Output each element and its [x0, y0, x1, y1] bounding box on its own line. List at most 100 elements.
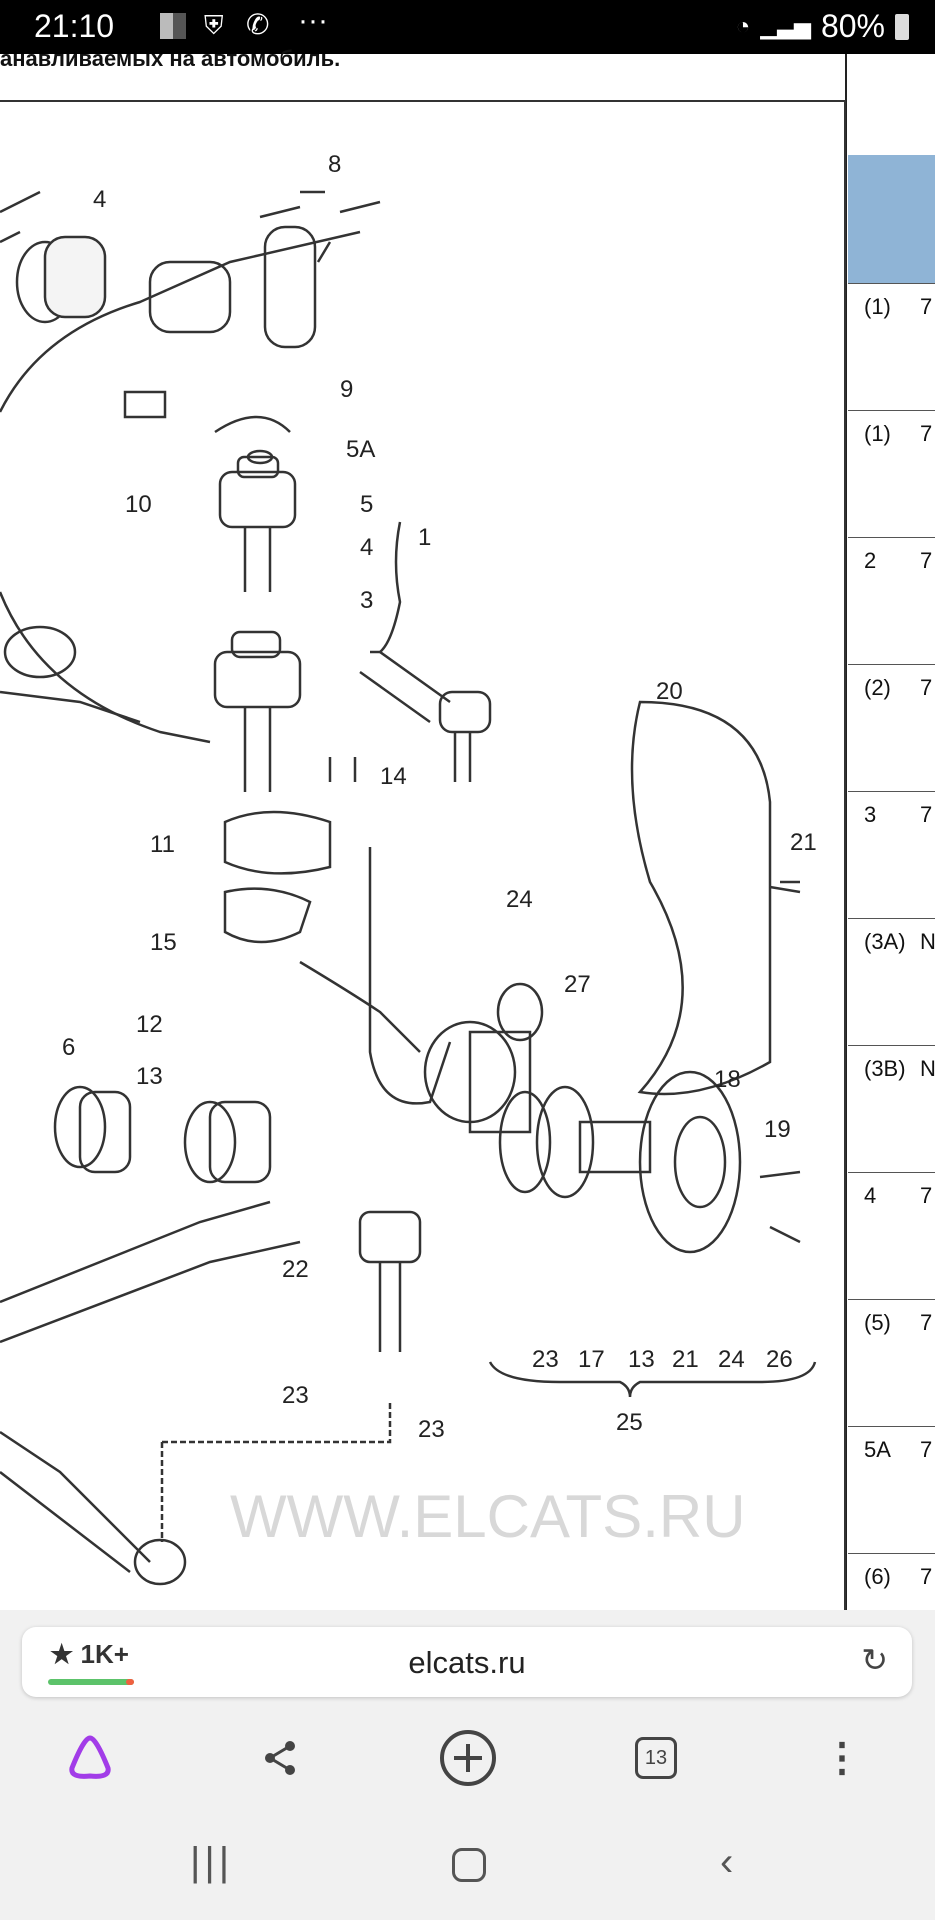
more-vertical-icon: ⋮ — [822, 1736, 862, 1780]
parts-diagram[interactable]: WWW.ELCATS.RU 8 4 9 5A 10 5 4 1 3 20 14 … — [0, 102, 844, 1610]
row-number: 4 — [864, 1183, 877, 1208]
callout[interactable]: 6 — [62, 1034, 75, 1061]
callout[interactable]: 22 — [282, 1256, 309, 1283]
row-part-number: 7 — [920, 1310, 933, 1335]
row-part-number: 7 — [920, 294, 933, 319]
row-number: (3B) — [864, 1056, 906, 1081]
row-part-number: N — [920, 1056, 935, 1081]
row-part-number: 7 — [920, 421, 933, 446]
row-number: (2) — [864, 675, 891, 700]
callout[interactable]: 18 — [714, 1066, 741, 1093]
callout[interactable]: 5A — [346, 436, 375, 463]
new-tab-button[interactable] — [438, 1728, 498, 1788]
callout[interactable]: 23 — [532, 1346, 559, 1373]
callout[interactable]: 5 — [360, 491, 373, 518]
row-number: (6) — [864, 1564, 891, 1589]
battery-percent: 80% — [820, 8, 885, 44]
table-row[interactable]: 5A 7 — [848, 1426, 935, 1553]
tabs-count: 13 — [635, 1737, 677, 1779]
parts-diagram-frame: WWW.ELCATS.RU 8 4 9 5A 10 5 4 1 3 20 14 … — [0, 100, 846, 1610]
callout[interactable]: 9 — [340, 376, 353, 403]
plus-circle-icon — [440, 1730, 496, 1786]
callout[interactable]: 21 — [790, 829, 817, 856]
callout[interactable]: 10 — [125, 491, 152, 518]
back-button[interactable]: ‹ — [720, 1840, 734, 1884]
tabs-button[interactable]: 13 — [626, 1728, 686, 1788]
share-button[interactable] — [250, 1728, 310, 1788]
callout[interactable]: 27 — [564, 971, 591, 998]
callout[interactable]: 23 — [418, 1416, 445, 1443]
callout[interactable]: 23 — [282, 1382, 309, 1409]
callout[interactable]: 14 — [380, 763, 407, 790]
phone-call-icon: ✆ — [246, 9, 270, 40]
table-row[interactable]: (5) 7 — [848, 1299, 935, 1426]
app-notification-icon — [160, 13, 186, 39]
callout[interactable]: 12 — [136, 1011, 163, 1038]
row-number: 5A — [864, 1437, 891, 1462]
row-part-number: 7 — [920, 675, 933, 700]
row-part-number: 7 — [920, 1564, 933, 1589]
callout[interactable]: 15 — [150, 929, 177, 956]
recent-apps-button[interactable]: ||| — [190, 1840, 234, 1884]
callout[interactable]: 4 — [360, 534, 373, 561]
reload-icon[interactable]: ↻ — [861, 1642, 888, 1678]
table-row[interactable]: (2) 7 — [848, 664, 935, 791]
more-notifications-icon: ··· — [298, 4, 328, 37]
share-icon — [265, 1741, 295, 1775]
table-row[interactable]: (3A) N — [848, 918, 935, 1045]
callout[interactable]: 25 — [616, 1409, 643, 1436]
row-part-number: 7 — [920, 1437, 933, 1462]
table-row[interactable]: (1) 7 — [848, 283, 935, 410]
status-bar: 21:10 ⛨ ✆ ··· ◔ ▁▃▅ 80% — [0, 0, 935, 54]
menu-button[interactable]: ⋮ — [812, 1728, 872, 1788]
callout[interactable]: 21 — [672, 1346, 699, 1373]
watermark: WWW.ELCATS.RU — [230, 1483, 746, 1550]
callout[interactable]: 24 — [506, 886, 533, 913]
address-bar[interactable]: ★ 1K+ elcats.ru ↻ — [22, 1627, 912, 1697]
row-part-number: 7 — [920, 548, 933, 573]
clock: 21:10 — [34, 8, 115, 44]
table-row[interactable]: (3B) N — [848, 1045, 935, 1172]
table-row[interactable]: (1) 7 — [848, 410, 935, 537]
shield-icon: ⛨ — [204, 10, 224, 40]
alice-icon — [69, 1735, 111, 1779]
callout[interactable]: 1 — [418, 524, 431, 551]
callout[interactable]: 13 — [136, 1063, 163, 1090]
wifi-icon: ◔ — [735, 12, 751, 40]
callout[interactable]: 13 — [628, 1346, 655, 1373]
row-part-number: 7 — [920, 802, 933, 827]
callout[interactable]: 8 — [328, 151, 341, 178]
table-header — [848, 155, 935, 283]
callout[interactable]: 19 — [764, 1116, 791, 1143]
callout[interactable]: 26 — [766, 1346, 793, 1373]
callout[interactable]: 24 — [718, 1346, 745, 1373]
divider — [845, 54, 847, 1610]
row-number: (5) — [864, 1310, 891, 1335]
row-number: (1) — [864, 294, 891, 319]
callout[interactable]: 11 — [150, 831, 175, 858]
site-rating[interactable]: ★ 1K+ — [50, 1639, 129, 1669]
signal-icon: ▁▃▅ — [760, 13, 811, 39]
row-number: 3 — [864, 802, 877, 827]
callout[interactable]: 3 — [360, 587, 373, 614]
page-heading: анавливаемых на автомобиль. — [0, 46, 341, 71]
row-number: (1) — [864, 421, 891, 446]
diagram-callouts: 8 4 9 5A 10 5 4 1 3 20 14 21 11 24 15 27… — [62, 151, 817, 1443]
callout[interactable]: 4 — [93, 186, 106, 213]
row-number: (3A) — [864, 929, 906, 954]
row-part-number: 7 — [920, 1183, 933, 1208]
callout[interactable]: 20 — [656, 678, 683, 705]
battery-charging-icon — [895, 13, 909, 40]
alice-assistant-button[interactable] — [60, 1728, 120, 1788]
url-text[interactable]: elcats.ru — [408, 1645, 526, 1680]
row-part-number: N — [920, 929, 935, 954]
table-row[interactable]: (6) 7 — [848, 1553, 935, 1589]
callout[interactable]: 17 — [578, 1346, 605, 1373]
rating-bar — [48, 1679, 134, 1685]
home-button[interactable] — [452, 1848, 486, 1882]
row-number: 2 — [864, 548, 877, 573]
